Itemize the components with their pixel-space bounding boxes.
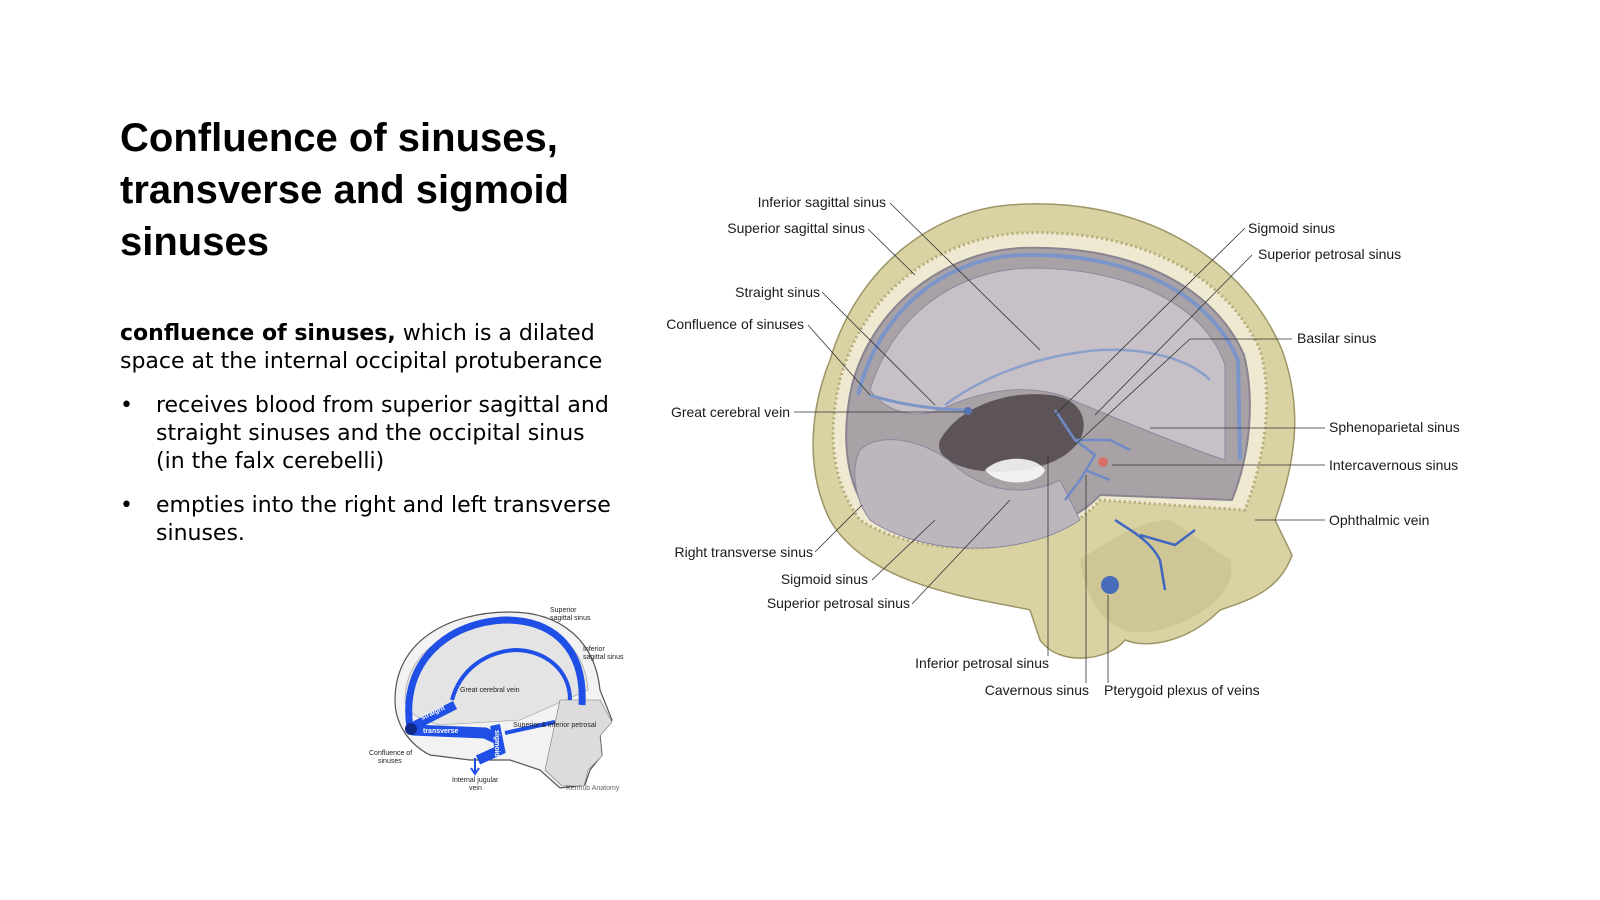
- bullet-item: • receives blood from superior sagittal a…: [120, 392, 620, 476]
- lead-term: confluence of sinuses,: [120, 321, 396, 346]
- leader-basilar: [1074, 338, 1292, 446]
- schematic-inferior-sagittal: [450, 647, 572, 701]
- tentorial-notch: [939, 394, 1084, 472]
- label-sigmoid-sinus-left: Sigmoid sinus: [781, 571, 868, 587]
- dural-sinuses-illustration: Inferior sagittal sinus Superior sagitta…: [666, 194, 1460, 698]
- leader-sigmoid-left: [871, 519, 936, 581]
- schematic-label-petrosal: Superior & inferior petrosal: [513, 722, 597, 729]
- schematic-petrosal: [504, 720, 556, 735]
- label-ophthalmic-vein: Ophthalmic vein: [1329, 512, 1429, 528]
- label-superior-petrosal-sinus-left: Superior petrosal sinus: [767, 595, 910, 611]
- diagram-labels: Inferior sagittal sinus Superior sagitta…: [666, 194, 1460, 698]
- skull-illustration: [812, 203, 1296, 659]
- label-pterygoid-plexus: Pterygoid plexus of veins: [1104, 682, 1260, 698]
- label-confluence-of-sinuses: Confluence of sinuses: [666, 316, 804, 332]
- leader-superior-sagittal: [867, 228, 916, 276]
- leader-sigmoid-right: [1054, 227, 1246, 416]
- schematic-labels: Superior sagittal sinus Inferior sagitta…: [369, 607, 624, 792]
- pituitary: [1098, 457, 1108, 467]
- bullet-text: receives blood from superior sagittal an…: [156, 393, 609, 474]
- bullet-glyph: •: [120, 393, 133, 418]
- sinus-schematic: Superior sagittal sinus Inferior sagitta…: [369, 607, 624, 792]
- bullet-item: • empties into the right and left transve…: [120, 492, 620, 548]
- label-sphenoparietal-sinus: Sphenoparietal sinus: [1329, 419, 1460, 435]
- schematic-label-confluence-2: sinuses: [378, 758, 402, 765]
- label-straight-sinus: Straight sinus: [735, 284, 820, 300]
- label-superior-petrosal-sinus-right: Superior petrosal sinus: [1258, 246, 1401, 262]
- schematic-face: [544, 699, 613, 787]
- label-superior-sagittal-sinus: Superior sagittal sinus: [727, 220, 865, 236]
- schematic-label-transverse: transverse: [423, 728, 459, 735]
- schematic-label-great-cerebral-vein: Great cerebral vein: [460, 687, 520, 694]
- ophthalmic-vein-branches: [1114, 518, 1196, 591]
- lead-paragraph: confluence of sinuses, which is a dilate…: [120, 320, 620, 376]
- leader-inferior-sagittal: [889, 202, 1041, 351]
- leader-confluence: [807, 324, 871, 396]
- bullet-glyph: •: [120, 493, 133, 518]
- schematic-skull: [394, 611, 613, 789]
- straight-sinus: [869, 393, 969, 412]
- leader-straight-sinus: [821, 291, 936, 406]
- schematic-sinuses: [405, 616, 586, 776]
- bullet-text: empties into the right and left transver…: [156, 493, 611, 546]
- superior-sagittal-sinus: [856, 252, 1242, 461]
- label-inferior-sagittal-sinus: Inferior sagittal sinus: [758, 194, 886, 210]
- leader-superior-petrosal-left: [911, 499, 1011, 605]
- pterygoid-plexus: [1101, 576, 1119, 594]
- leader-right-transverse: [814, 504, 863, 553]
- label-great-cerebral-vein: Great cerebral vein: [671, 404, 790, 420]
- leader-lines: [794, 202, 1325, 683]
- cavernous-sinus-plexus: [1053, 409, 1131, 501]
- schematic-label-inferior-sagittal-2: sagittal sinus: [583, 654, 624, 661]
- label-sigmoid-sinus-right: Sigmoid sinus: [1248, 220, 1335, 236]
- schematic-label-sigmoid: sigmoid: [493, 730, 500, 757]
- label-right-transverse-sinus: Right transverse sinus: [674, 544, 813, 560]
- skull-shade: [1080, 520, 1232, 633]
- schematic-watermark: Kenhub Anatomy: [566, 785, 620, 792]
- schematic-label-internal-jugular-1: Internal jugular: [452, 777, 499, 784]
- slide-title: Confluence of sinuses, transverse and si…: [120, 116, 570, 264]
- schematic-label-inferior-sagittal-1: Inferior: [583, 646, 605, 653]
- bullet-list: • receives blood from superior sagittal a…: [120, 392, 620, 548]
- great-cerebral-vein-dot: [964, 407, 972, 415]
- schematic-superior-sagittal: [405, 616, 586, 729]
- slide-body: confluence of sinuses, which is a dilate…: [120, 320, 620, 564]
- schematic-sigmoid: [475, 724, 506, 765]
- schematic-confluence-dot: [405, 723, 417, 735]
- schematic-label-internal-jugular-2: vein: [469, 785, 482, 792]
- schematic-jugular-arrow: [470, 758, 480, 776]
- foramen-opening: [985, 458, 1045, 483]
- schematic-label-confluence-1: Confluence of: [369, 750, 412, 757]
- label-intercavernous-sinus: Intercavernous sinus: [1329, 457, 1458, 473]
- inferior-sagittal-sinus: [944, 348, 1211, 407]
- label-cavernous-sinus: Cavernous sinus: [985, 682, 1089, 698]
- schematic-label-superior-sagittal-2: sagittal sinus: [550, 615, 591, 622]
- label-basilar-sinus: Basilar sinus: [1297, 330, 1376, 346]
- schematic-label-superior-sagittal-1: Superior: [550, 607, 577, 614]
- leader-superior-petrosal-right: [1094, 254, 1253, 416]
- schematic-straight: [409, 700, 458, 732]
- lead-definition: which is a dilated space at the internal…: [120, 321, 603, 374]
- tentorium-cerebelli: [854, 439, 1081, 549]
- label-inferior-petrosal-sinus: Inferior petrosal sinus: [915, 655, 1049, 671]
